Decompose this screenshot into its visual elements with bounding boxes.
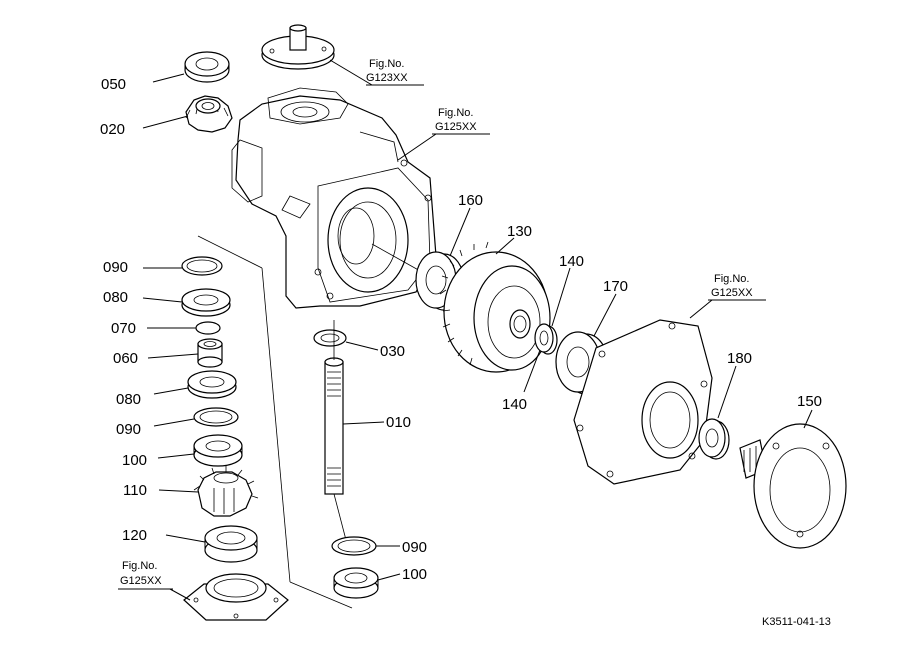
part-label-160: 160	[458, 192, 483, 209]
circlip-090-middle	[193, 407, 239, 427]
part-label-090-middle: 090	[116, 421, 141, 438]
leader-ref-2	[397, 133, 437, 161]
part-label-090-lower: 090	[402, 539, 427, 556]
part-label-170: 170	[603, 278, 628, 295]
leader-140-lower	[523, 349, 541, 393]
part-label-090-upper: 090	[103, 259, 128, 276]
part-label-060: 060	[113, 350, 138, 367]
leader-100-upper	[157, 453, 195, 459]
leader-120	[165, 534, 206, 543]
leader-110	[158, 489, 199, 493]
stack-bracket	[197, 235, 353, 609]
center-line-main	[371, 243, 423, 273]
seal-180	[698, 418, 730, 460]
ring-gear-130	[439, 241, 551, 373]
leader-020	[142, 115, 189, 129]
bearing-100-upper	[193, 434, 243, 467]
part-label-070: 070	[111, 320, 136, 337]
fig-ref-2-title: Fig.No.	[438, 107, 473, 119]
gearbox-housing	[231, 87, 437, 309]
part-label-030: 030	[380, 343, 405, 360]
leader-050	[152, 73, 185, 83]
part-label-080-upper: 080	[103, 289, 128, 306]
part-label-050: 050	[101, 76, 126, 93]
leader-150	[803, 409, 813, 429]
part-label-130: 130	[507, 223, 532, 240]
leader-010	[342, 421, 385, 425]
fig-ref-3-code: G125XX	[711, 287, 753, 299]
side-cover-plate	[573, 319, 713, 485]
shim-030	[313, 329, 347, 347]
seal-080-lower	[187, 370, 237, 399]
top-cover-plate	[261, 24, 335, 70]
part-label-180: 180	[727, 350, 752, 367]
collar-060	[197, 338, 223, 368]
part-label-140-lower: 140	[502, 396, 527, 413]
fig-ref-2-code: G125XX	[435, 121, 477, 133]
part-label-080-lower: 080	[116, 391, 141, 408]
bottom-cover-plate	[183, 573, 289, 621]
fig-ref-1-code: G123XX	[366, 72, 408, 84]
bearing-050	[184, 51, 230, 83]
shaft-010	[324, 320, 347, 541]
leader-030	[345, 341, 379, 351]
fig-ref-3-title: Fig.No.	[714, 273, 749, 285]
collar-140	[534, 323, 558, 355]
fig-ref-4-title: Fig.No.	[122, 560, 157, 572]
bearing-100-lower	[333, 567, 379, 599]
leader-160	[449, 207, 471, 257]
bevel-gear-110	[193, 466, 259, 517]
leader-130	[495, 237, 515, 255]
leader-080-upper	[142, 297, 183, 303]
part-label-100-lower: 100	[402, 566, 427, 583]
leader-090-middle	[153, 418, 195, 427]
seal-080-upper	[181, 288, 231, 317]
part-label-120: 120	[122, 527, 147, 544]
part-label-100-upper: 100	[122, 452, 147, 469]
leader-180	[717, 365, 737, 419]
leader-ref-1	[329, 59, 373, 86]
flange-150	[739, 423, 847, 549]
part-label-010: 010	[386, 414, 411, 431]
part-label-150: 150	[797, 393, 822, 410]
leader-060	[147, 353, 199, 359]
o-ring-070	[195, 321, 221, 335]
fig-ref-4-code: G125XX	[120, 575, 162, 587]
circlip-090-upper	[181, 256, 223, 276]
circlip-090-lower	[331, 536, 377, 556]
drawing-code: K3511-041-13	[762, 616, 831, 628]
fig-ref-1-title: Fig.No.	[369, 58, 404, 70]
bearing-120	[204, 525, 258, 563]
part-label-110: 110	[123, 482, 147, 499]
leader-ref-4	[169, 588, 191, 601]
part-label-020: 020	[100, 121, 125, 138]
leader-140-upper	[551, 267, 571, 327]
leader-100-lower	[377, 573, 401, 581]
bevel-gear-020	[185, 95, 233, 133]
part-label-140-upper: 140	[559, 253, 584, 270]
leader-170	[593, 293, 617, 337]
leader-080-lower	[153, 387, 189, 395]
leader-ref-3	[689, 299, 713, 319]
